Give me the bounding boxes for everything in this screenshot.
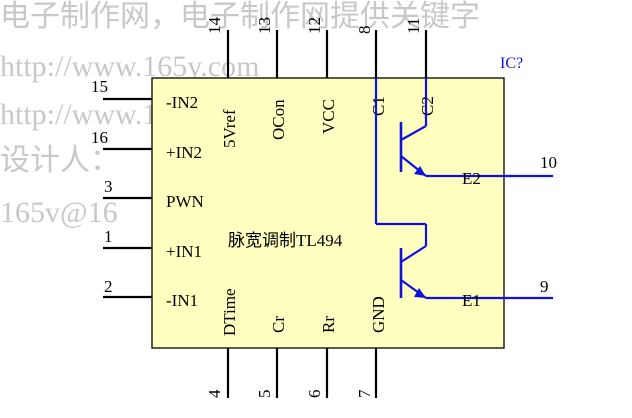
pin-number-13: 13 — [255, 17, 274, 34]
pin-number-4: 4 — [205, 389, 224, 398]
pin-number-2: 2 — [104, 277, 113, 296]
pin-label-in2-neg: -IN2 — [166, 93, 198, 112]
transistor-q2 — [399, 78, 428, 177]
pin-label-gnd: GND — [369, 296, 388, 333]
transistor-q1 — [374, 78, 428, 299]
pin-label-c1: C1 — [369, 96, 388, 116]
pin-number-6: 6 — [305, 390, 324, 399]
bottom-pins: 4 DTime 5 Cr 6 Rr 7 GND — [205, 288, 388, 398]
collector-lead-q2 — [400, 125, 427, 141]
pin-label-5vref: 5Vref — [220, 109, 239, 148]
pin-label-rr: Rr — [319, 316, 338, 333]
component-name: 脉宽调制TL494 — [228, 231, 343, 250]
pin-number-11: 11 — [404, 18, 423, 34]
pin-number-7: 7 — [355, 389, 374, 398]
pin-number-1: 1 — [104, 227, 113, 246]
pin-label-in1-neg: -IN1 — [166, 291, 198, 310]
pin-number-5: 5 — [255, 390, 274, 399]
pin-label-pwn: PWN — [166, 192, 204, 211]
watermark-line-1: 电子制作网，电子制作网提供关键字 — [0, 0, 480, 33]
pin-label-dtime: DTime — [220, 288, 239, 336]
pin-label-e1: E1 — [462, 291, 481, 310]
pin-number-16: 16 — [91, 128, 108, 147]
chip-body[interactable] — [151, 77, 505, 349]
pin-number-15: 15 — [91, 77, 108, 96]
pin-label-in1-pos: +IN1 — [166, 242, 202, 261]
emitter-arrow-q2-icon — [414, 166, 426, 176]
pin-label-cr: Cr — [269, 316, 288, 333]
pin-number-9: 9 — [540, 277, 549, 296]
pin-label-in2-pos: +IN2 — [166, 143, 202, 162]
emitter-arrow-q1-icon — [414, 288, 426, 298]
top-pins: 14 5Vref 13 OCon 12 VCC 8 C1 11 C2 — [205, 17, 437, 149]
pin-label-ocon: OCon — [269, 99, 288, 140]
pin-number-14: 14 — [205, 17, 224, 35]
pin-label-c2: C2 — [418, 96, 437, 116]
pin-number-12: 12 — [305, 17, 324, 34]
pin-label-e2: E2 — [462, 169, 481, 188]
collector-lead-q1 — [400, 245, 427, 263]
pin-number-3: 3 — [104, 177, 113, 196]
component-designator: IC? — [500, 55, 523, 72]
pin-label-vcc: VCC — [319, 99, 338, 134]
left-pins: 15 -IN2 16 +IN2 3 PWN 1 +IN1 2 -IN1 — [91, 77, 204, 310]
right-pins: 10 E2 9 E1 — [426, 153, 557, 310]
pin-number-10: 10 — [540, 153, 557, 172]
pin-number-8: 8 — [355, 26, 374, 35]
